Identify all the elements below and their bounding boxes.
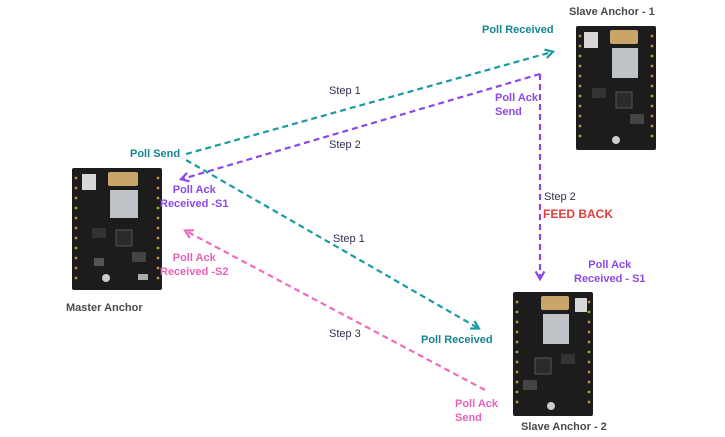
arrow-poll-to-slave1: [185, 48, 556, 156]
poll-ack-send-s1-line2: Send: [495, 106, 522, 118]
slave-anchor-1-board: [576, 26, 656, 150]
step1-to-slave2-label: Step 1: [333, 233, 365, 245]
arrow-ack-from-slave2: [183, 229, 486, 391]
step3-from-slave2-label: Step 3: [329, 328, 361, 340]
poll-received-s1-label: Poll Received: [482, 24, 554, 36]
poll-ack-send-s1-line1: Poll Ack: [495, 92, 538, 104]
poll-ack-received-s2-master-label: Poll Ack Received -S2: [160, 251, 228, 279]
feedback-label: FEED BACK: [543, 207, 614, 221]
master-anchor-title: Master Anchor: [66, 302, 143, 314]
step2-feedback-label: Step 2: [544, 191, 576, 203]
slave-anchor-1-title: Slave Anchor - 1: [569, 6, 655, 18]
step1-to-slave1-label: Step 1: [329, 85, 361, 97]
arrow-ack-from-slave1: [178, 72, 541, 183]
arrow-poll-to-slave2: [185, 159, 481, 330]
poll-ack-send-s2-line2: Send: [455, 412, 482, 424]
poll-send-label: Poll Send: [130, 148, 181, 160]
master-anchor-board: [72, 168, 162, 290]
poll-received-s2-label: Poll Received: [421, 334, 493, 346]
poll-ack-received-s1-master-line2: Received -S1: [160, 198, 229, 210]
poll-ack-received-s1-slave2-label: Poll Ack Received - S1: [574, 258, 646, 286]
poll-ack-received-s1-slave2-line1: Poll Ack: [588, 259, 632, 271]
step2-from-slave1-label: Step 2: [329, 139, 361, 151]
poll-ack-received-s1-master-label: Poll Ack Received -S1: [160, 183, 228, 211]
poll-ack-received-s2-master-line2: Received -S2: [160, 266, 229, 278]
slave-anchor-2-board: [513, 292, 593, 416]
poll-ack-send-s2-label: Poll Ack Send: [455, 397, 498, 425]
poll-ack-received-s1-master-line1: Poll Ack: [172, 184, 216, 196]
poll-ack-send-s1-label: Poll Ack Send: [495, 91, 538, 119]
slave-anchor-2-title: Slave Anchor - 2: [521, 421, 607, 433]
poll-ack-received-s1-slave2-line2: Received - S1: [574, 273, 646, 285]
poll-ack-send-s2-line1: Poll Ack: [455, 398, 498, 410]
poll-ack-received-s2-master-line1: Poll Ack: [172, 252, 216, 264]
